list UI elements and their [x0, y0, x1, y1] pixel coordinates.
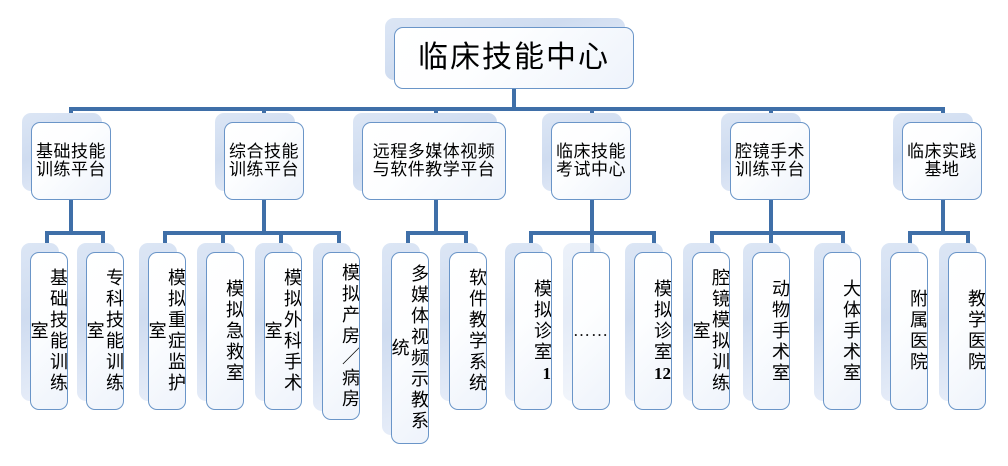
node-room-9[interactable]: …… [563, 243, 610, 410]
node-room-1-label: 专科技能训练室 [86, 252, 124, 410]
node-room-13[interactable]: 大体手术室 [814, 243, 861, 410]
connector-drop-room-9 [590, 231, 594, 253]
node-room-0-label: 基础技能训练室 [30, 252, 68, 410]
connector-drop-room-14 [908, 231, 912, 253]
node-room-2[interactable]: 模拟重症监护室 [139, 243, 186, 410]
node-room-2-label: 模拟重症监护室 [148, 252, 186, 410]
node-platform-3-label: 临床技能考试中心 [551, 122, 631, 200]
connector-stem-platform-2 [434, 200, 438, 233]
node-platform-4-label: 腔镜手术训练平台 [730, 122, 810, 200]
node-platform-1-label: 综合技能训练平台 [224, 122, 304, 200]
node-room-8-label: 模拟诊室 [532, 278, 552, 363]
node-room-10-index: 12 [654, 363, 671, 383]
node-room-7[interactable]: 软件教学系统 [440, 243, 487, 410]
connector-level2-bus [69, 107, 945, 111]
node-platform-0-label: 基础技能训练平台 [31, 122, 111, 200]
connector-drop-room-15 [966, 231, 970, 253]
node-root[interactable]: 临床技能中心 [385, 18, 634, 89]
node-platform-5-label: 临床实践基地 [902, 122, 982, 200]
connector-drop-room-13 [841, 231, 845, 253]
connector-drop-room-10 [652, 231, 656, 253]
node-room-4[interactable]: 模拟外科手术室 [255, 243, 302, 410]
node-room-5-label: 模拟产房／病房 [322, 252, 360, 420]
connector-stem-platform-5 [941, 200, 945, 233]
connector-drop-room-11 [710, 231, 714, 253]
node-room-10-label: 模拟诊室 [652, 278, 672, 363]
connector-stem-platform-1 [262, 200, 266, 233]
connector-drop-room-1 [101, 231, 105, 253]
connector-stem-platform-3 [590, 200, 594, 233]
node-room-15[interactable]: 教学医院 [939, 243, 986, 410]
connector-drop-room-8 [529, 231, 533, 253]
node-platform-2[interactable]: 远程多媒体视频与软件教学平台 [353, 113, 506, 200]
node-room-12[interactable]: 动物手术室 [743, 243, 790, 410]
connector-bus-platform-5 [908, 231, 970, 235]
node-room-0[interactable]: 基础技能训练室 [21, 243, 68, 410]
node-room-12-label: 动物手术室 [752, 252, 790, 410]
node-room-11[interactable]: 腔镜模拟训练室 [683, 243, 730, 410]
connector-drop-room-4 [279, 231, 283, 253]
node-room-11-label: 腔镜模拟训练室 [692, 252, 730, 410]
connector-drop-room-0 [45, 231, 49, 253]
connector-root-stem [512, 89, 516, 110]
connector-drop-room-5 [337, 231, 341, 253]
node-platform-5[interactable]: 临床实践基地 [893, 113, 982, 200]
node-room-3-label: 模拟急救室 [206, 252, 244, 410]
node-room-4-label: 模拟外科手术室 [264, 252, 302, 410]
connector-bus-platform-2 [406, 231, 468, 235]
node-room-8-index: 1 [542, 363, 552, 383]
connector-bus-platform-0 [45, 231, 105, 235]
connector-drop-room-6 [406, 231, 410, 253]
node-platform-3[interactable]: 临床技能考试中心 [542, 113, 631, 200]
node-room-3[interactable]: 模拟急救室 [197, 243, 244, 410]
node-room-1[interactable]: 专科技能训练室 [77, 243, 124, 410]
node-room-6-label: 多媒体视频示教系统 [391, 252, 429, 444]
node-room-7-label: 软件教学系统 [449, 252, 487, 410]
node-root-label: 临床技能中心 [394, 27, 634, 89]
node-room-15-label: 教学医院 [948, 252, 986, 410]
node-room-9-label: …… [572, 252, 610, 410]
connector-bus-platform-4 [710, 231, 845, 235]
connector-stem-platform-4 [769, 200, 773, 233]
node-platform-2-label: 远程多媒体视频与软件教学平台 [362, 122, 506, 200]
connector-drop-room-12 [769, 231, 773, 253]
connector-drop-room-2 [163, 231, 167, 253]
connector-drop-room-3 [221, 231, 225, 253]
node-room-6[interactable]: 多媒体视频示教系统 [382, 243, 429, 444]
node-room-13-label: 大体手术室 [823, 252, 861, 410]
node-platform-4[interactable]: 腔镜手术训练平台 [721, 113, 810, 200]
node-platform-1[interactable]: 综合技能训练平台 [215, 113, 304, 200]
node-room-5[interactable]: 模拟产房／病房 [313, 243, 360, 420]
connector-drop-room-7 [464, 231, 468, 253]
node-platform-0[interactable]: 基础技能训练平台 [22, 113, 111, 200]
connector-bus-platform-1 [163, 231, 341, 235]
node-room-14-label: 附属医院 [890, 252, 928, 410]
node-room-14[interactable]: 附属医院 [881, 243, 928, 410]
connector-stem-platform-0 [69, 200, 73, 233]
